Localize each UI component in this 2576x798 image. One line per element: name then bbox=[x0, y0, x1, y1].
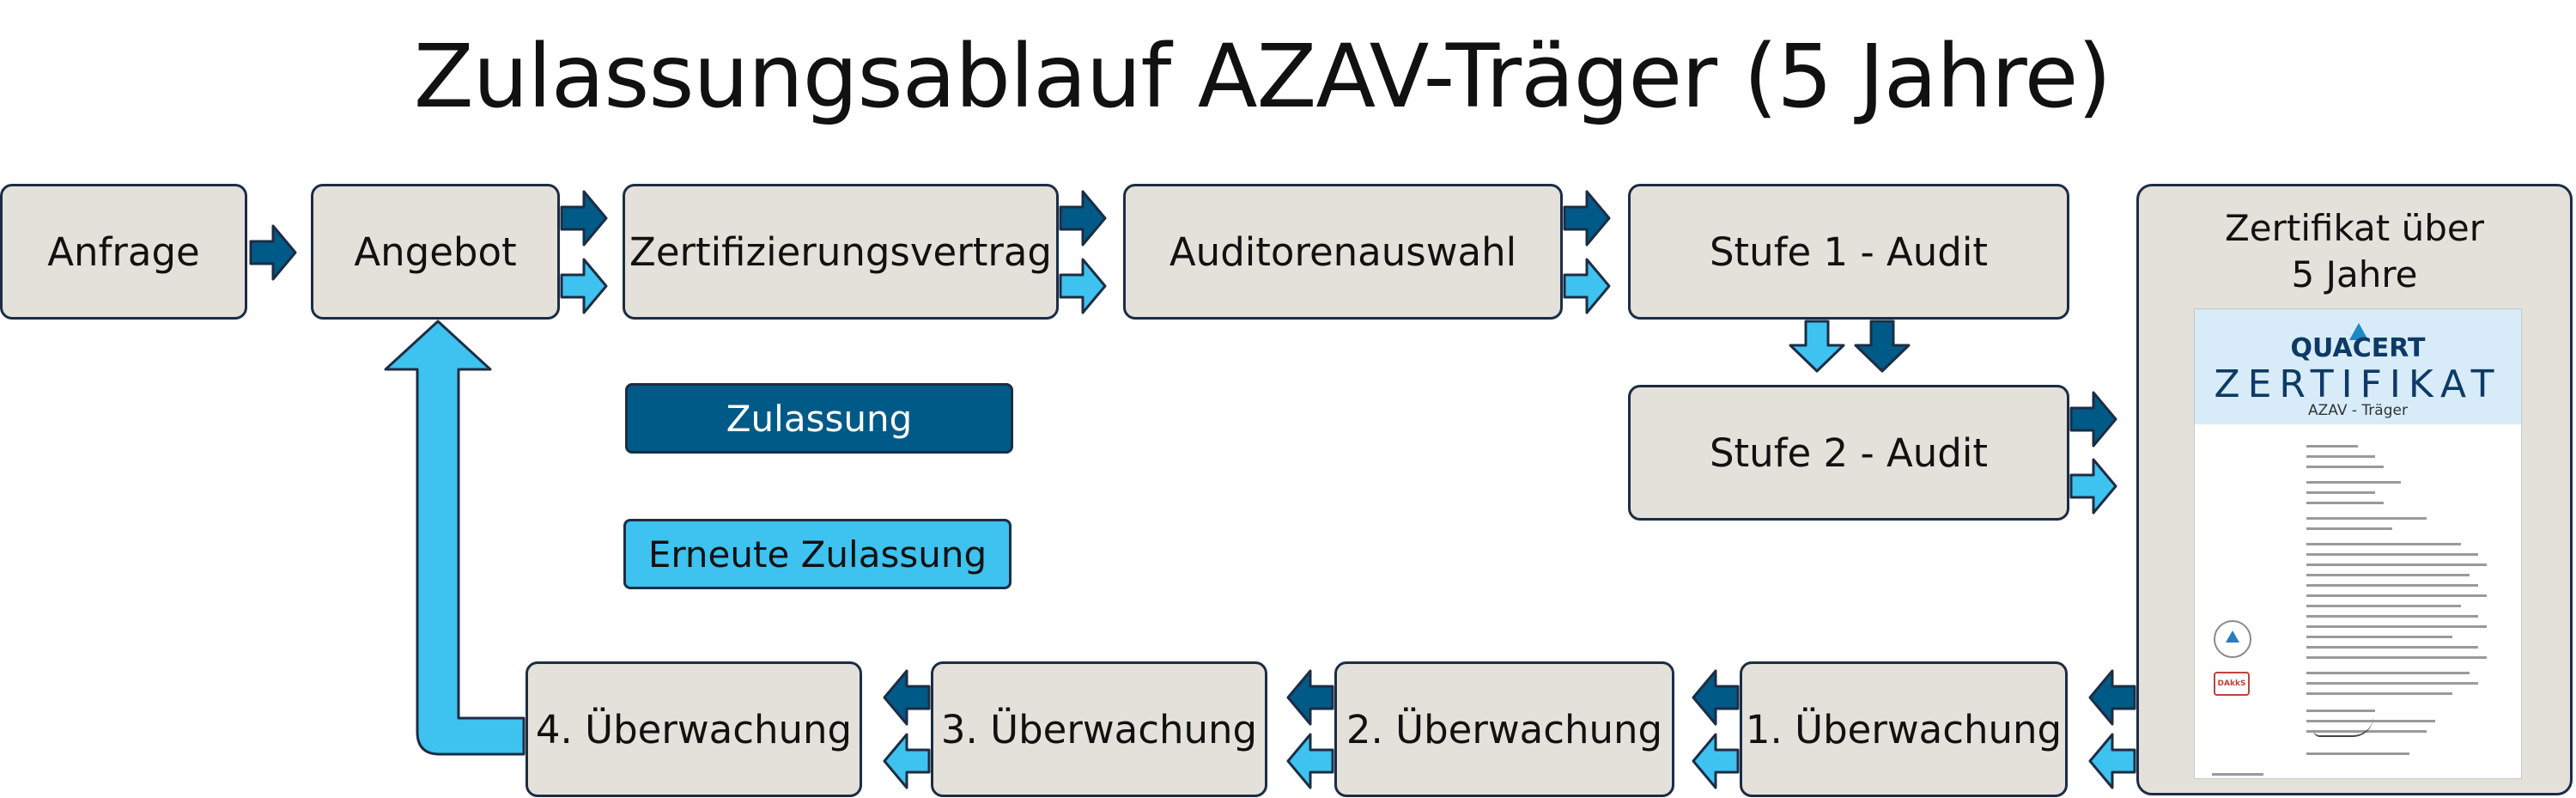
arrow-ue1-ue2-light bbox=[1692, 733, 1740, 789]
arrow-stufe2-zertifikat-light bbox=[2069, 458, 2117, 515]
legend-zulassung: Zulassung bbox=[625, 383, 1013, 454]
arrow-ue2-ue3-dark bbox=[1286, 669, 1334, 726]
step-zertifizierungsvertrag: Zertifizierungsvertrag bbox=[623, 184, 1059, 320]
arrow-stufe2-zertifikat-dark bbox=[2069, 391, 2117, 448]
step-auditorenauswahl: Auditorenauswahl bbox=[1123, 184, 1563, 320]
step-stufe1-audit: Stufe 1 - Audit bbox=[1628, 184, 2069, 320]
arrow-angebot-vertrag-dark bbox=[560, 190, 608, 247]
arrow-ue4-angebot-return bbox=[384, 320, 526, 756]
step-stufe2-audit: Stufe 2 - Audit bbox=[1628, 385, 2069, 521]
arrow-ue3-ue4-dark bbox=[883, 669, 931, 726]
step-angebot: Angebot bbox=[311, 184, 560, 320]
arrow-ue2-ue3-light bbox=[1286, 733, 1334, 789]
arrow-zertifikat-ue1-light bbox=[2088, 733, 2136, 789]
arrow-auditoren-stufe1-dark bbox=[1563, 190, 1611, 247]
quacert-logo-icon bbox=[2349, 323, 2368, 340]
arrow-stufe1-stufe2-light bbox=[1789, 320, 1845, 373]
arrow-vertrag-auditoren-light bbox=[1059, 258, 1107, 314]
certificate-word: ZERTIFIKAT bbox=[2214, 362, 2502, 406]
step-ueberwachung-1: 1. Überwachung bbox=[1740, 661, 2068, 797]
arrow-ue1-ue2-dark bbox=[1692, 669, 1740, 726]
arrow-zertifikat-ue1-dark bbox=[2088, 669, 2136, 726]
certificate-document: QUACERT ZERTIFIKAT AZAV - Träger bbox=[2194, 308, 2522, 779]
certificate-header: QUACERT ZERTIFIKAT AZAV - Träger bbox=[2195, 309, 2521, 424]
legend-erneute-zulassung: Erneute Zulassung bbox=[623, 519, 1012, 589]
dakks-logo-icon: DAkkS bbox=[2214, 672, 2250, 696]
certificate-subtitle: AZAV - Träger bbox=[2308, 402, 2408, 419]
certificate-seal-icon bbox=[2214, 620, 2251, 658]
certificate-brand: QUACERT bbox=[2290, 333, 2426, 363]
step-ueberwachung-2: 2. Überwachung bbox=[1334, 661, 1674, 797]
certificate-title: Zertifikat über 5 Jahre bbox=[2225, 207, 2484, 295]
step-ueberwachung-4: 4. Überwachung bbox=[526, 661, 862, 797]
signature-icon bbox=[2313, 716, 2373, 737]
arrow-stufe1-stufe2-dark bbox=[1854, 320, 1911, 373]
arrow-vertrag-auditoren-dark bbox=[1059, 190, 1107, 247]
arrow-ue3-ue4-light bbox=[883, 733, 931, 789]
step-zertifikat: Zertifikat über 5 Jahre QUACERT ZERTIFIK… bbox=[2136, 184, 2573, 795]
arrow-angebot-vertrag-light bbox=[560, 258, 608, 314]
page-title: Zulassungsablauf AZAV-Träger (5 Jahre) bbox=[413, 26, 2111, 128]
step-ueberwachung-3: 3. Überwachung bbox=[931, 661, 1267, 797]
arrow-anfrage-angebot bbox=[249, 224, 297, 281]
step-anfrage: Anfrage bbox=[0, 184, 247, 320]
arrow-auditoren-stufe1-light bbox=[1563, 258, 1611, 314]
